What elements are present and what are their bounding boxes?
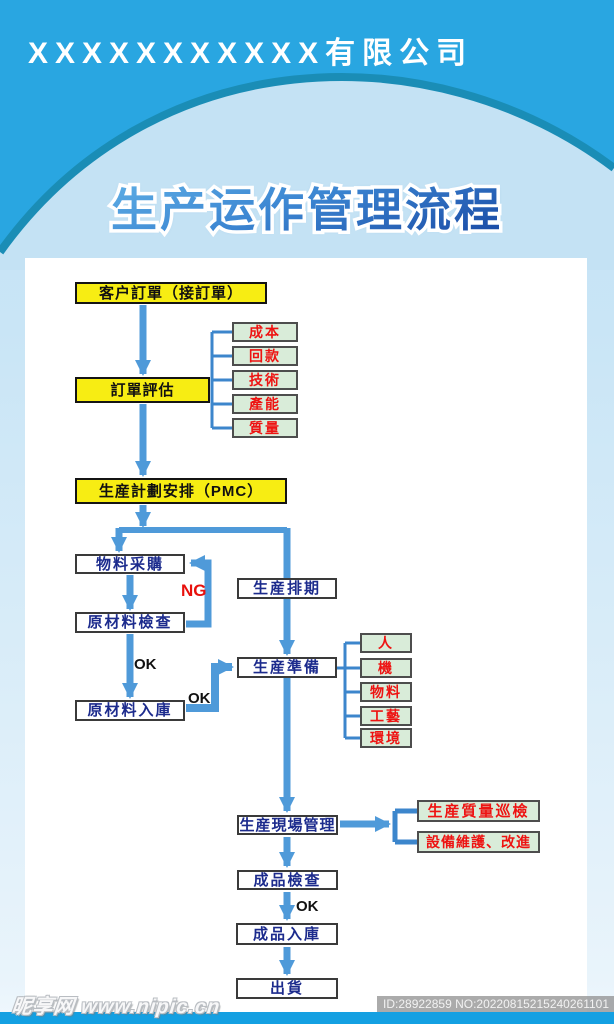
criteria-cost: 成本: [232, 322, 298, 342]
label-ok-finished: OK: [296, 898, 319, 915]
factor-environment: 環境: [360, 728, 412, 748]
page-title-text: 生产运作管理流程: [0, 185, 614, 237]
label-ok-warehouse: OK: [188, 690, 211, 707]
step-production-preparation: 生産準備: [237, 657, 337, 678]
action-quality-patrol: 生産質量巡檢: [417, 800, 540, 822]
step-customer-order: 客户訂單（接訂單）: [75, 282, 267, 304]
page-title: 生产运作管理流程 生产运作管理流程: [0, 182, 614, 242]
factor-material: 物料: [360, 682, 412, 702]
factor-man: 人: [360, 633, 412, 653]
company-name: XXXXXXXXXXX有限公司: [28, 37, 474, 70]
watermark-id: ID:28922859 NO:20220815215240261101: [377, 996, 614, 1012]
criteria-quality: 質量: [232, 418, 298, 438]
step-finished-product-inspection: 成品檢查: [237, 870, 338, 890]
header-curve-graphic: [0, 73, 614, 270]
step-production-planning-pmc: 生産計劃安排（PMC）: [75, 478, 287, 504]
criteria-technology: 技術: [232, 370, 298, 390]
step-finished-product-warehousing: 成品入庫: [236, 923, 338, 945]
step-raw-material-warehousing: 原材料入庫: [75, 700, 185, 721]
action-equipment-maintenance: 設備維護、改進: [417, 831, 540, 853]
factor-process: 工藝: [360, 706, 412, 726]
step-site-management: 生産現場管理: [237, 815, 338, 835]
bottom-bar: [0, 1012, 614, 1024]
step-raw-material-inspection: 原材料檢查: [75, 612, 185, 633]
page-title-outline: 生产运作管理流程: [0, 182, 614, 239]
criteria-capacity: 產能: [232, 394, 298, 414]
criteria-payment: 回款: [232, 346, 298, 366]
label-ng: NG: [181, 581, 207, 600]
step-material-purchase: 物料采購: [75, 554, 185, 574]
watermark-logo: 昵享网 www.nipic.cn: [10, 996, 222, 1018]
label-ok-raw: OK: [134, 656, 157, 673]
factor-machine: 機: [360, 658, 412, 678]
step-shipment: 出貨: [236, 978, 338, 999]
step-order-evaluation: 訂單評估: [75, 377, 210, 403]
step-production-scheduling: 生産排期: [237, 578, 337, 599]
header-banner: XXXXXXXXXXX有限公司 生产运作管理流程 生产运作管理流程: [0, 0, 614, 270]
